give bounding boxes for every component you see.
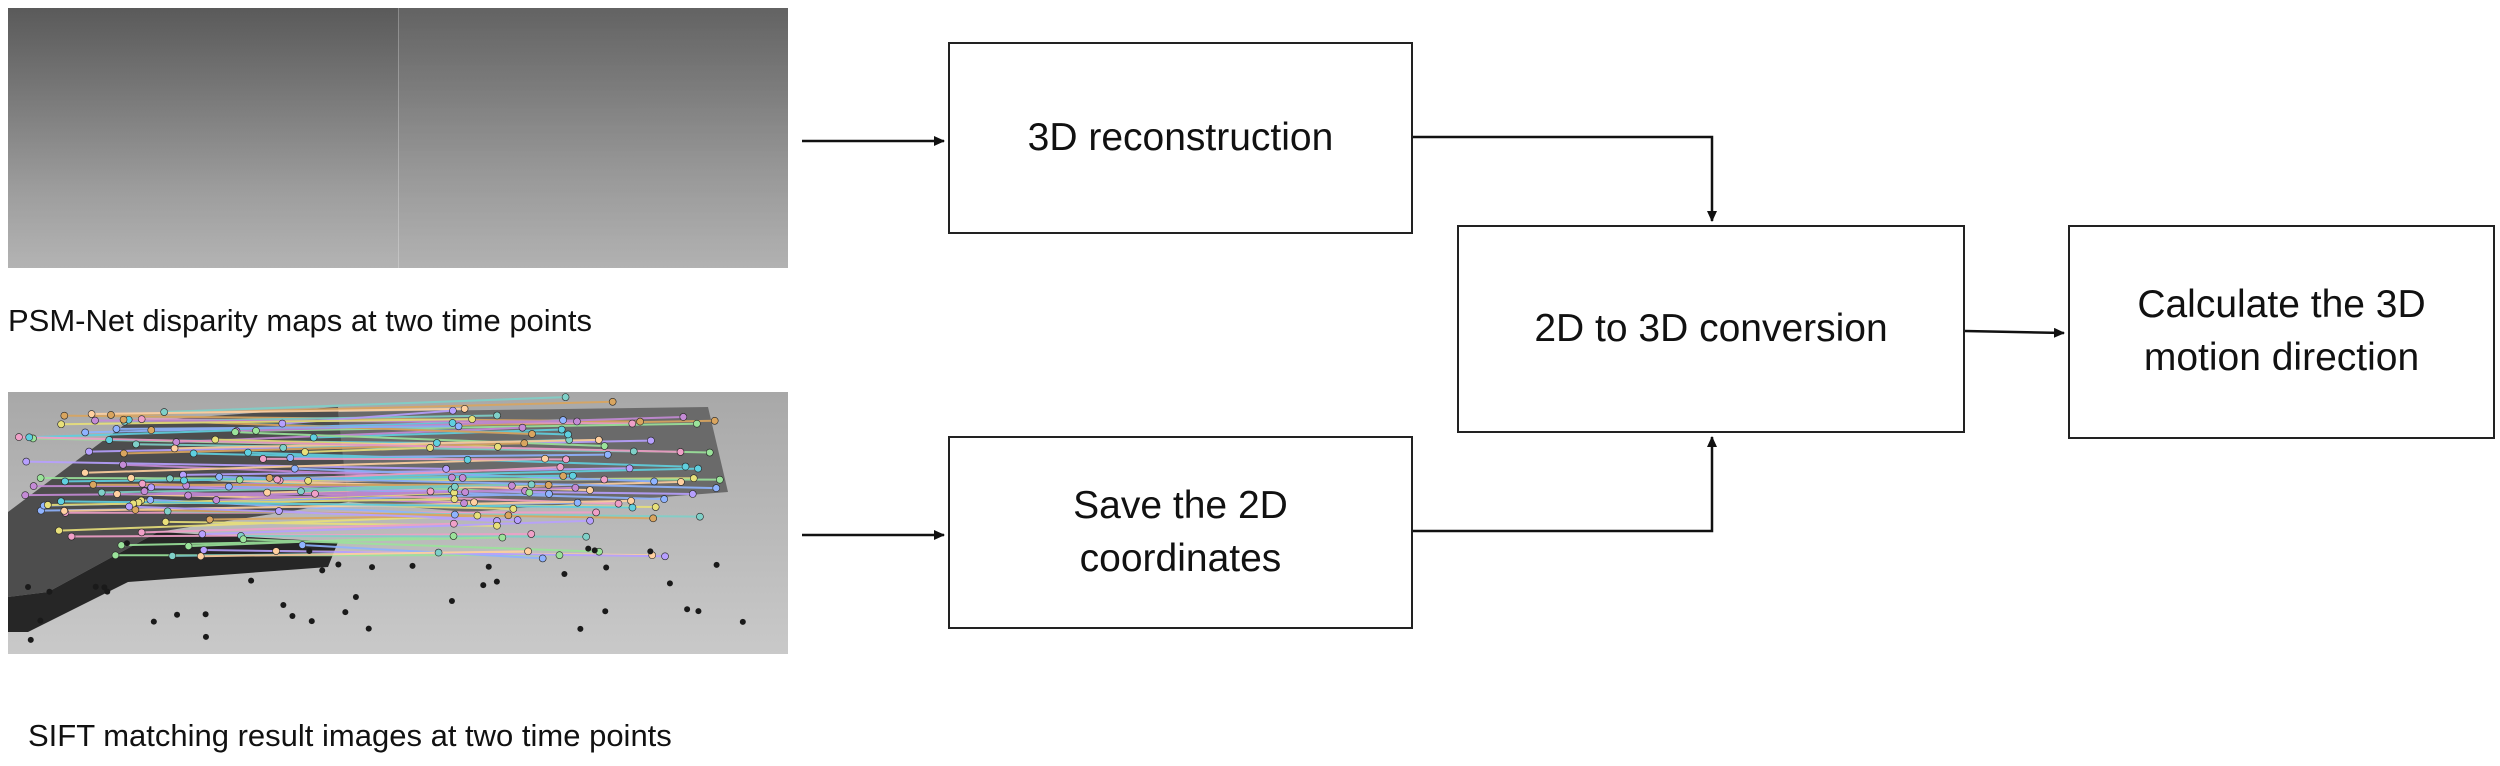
box-calc-label-line1: Calculate the 3D (2137, 283, 2426, 327)
box-calc-label-line2: motion direction (2143, 336, 2420, 379)
box-save-label-line2: coordinates (1079, 536, 1282, 580)
box-conversion-label: 2D to 3D conversion (1534, 306, 1888, 350)
sift-matching-graphic (8, 392, 788, 654)
box-save-label-line1: Save the 2D (1073, 483, 1288, 527)
box-3d-reconstruction-label: 3D reconstruction (1027, 115, 1334, 159)
box-2d-to-3d-conversion: 2D to 3D conversion (1457, 225, 1965, 433)
arrow-reconstruction-to-conversion (1413, 135, 1717, 222)
disparity-map-image (8, 8, 788, 268)
box-3d-reconstruction: 3D reconstruction (948, 42, 1413, 234)
arrow-save-to-conversion (1413, 436, 1717, 533)
sift-matching-image (8, 392, 788, 654)
disparity-map-time-2 (398, 8, 788, 268)
box-save-2d-coordinates: Save the 2D coordinates (948, 436, 1413, 629)
sift-caption: SIFT matching result images at two time … (28, 718, 672, 753)
arrow-conversion-to-calc (1964, 327, 2065, 338)
box-calculate-motion-direction: Calculate the 3D motion direction (2068, 225, 2495, 439)
disparity-caption: PSM-Net disparity maps at two time point… (8, 303, 593, 338)
disparity-map-time-1 (8, 8, 398, 268)
